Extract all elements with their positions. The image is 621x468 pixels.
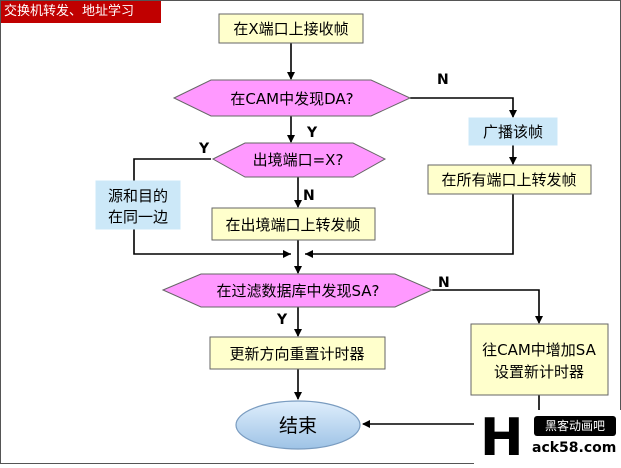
edge-filter-to-add [432,289,543,324]
node-update-timer: 更新方向重置计时器 [209,336,386,370]
merge-arrow-left [283,250,291,258]
node-receive-label: 在X端口上接收帧 [233,20,348,38]
merge-arrow-right [305,250,313,258]
edge-label-cam-yes: Y [306,125,318,141]
node-egress-check-label: 出境端口=X? [253,151,344,169]
node-add-sa: 往CAM中增加SA 设置新计时器 [470,323,609,396]
node-broadcast-label: 广播该帧 [483,123,543,141]
edge-label-egress-no: N [303,188,315,204]
node-same-side-shape [95,180,181,230]
node-egress-check-shape [211,142,387,178]
edge-label-egress-yes: Y [198,141,210,157]
edges [133,43,543,428]
node-end-label: 结束 [279,415,317,437]
node-add-sa-shape [470,323,609,396]
edge-label-cam-no: N [437,72,449,88]
merge-arrows [283,250,313,258]
node-forward-all: 在所有端口上转发帧 [427,164,592,195]
node-receive: 在X端口上接收帧 [218,13,364,44]
watermark-brand-name: 黑客动画吧 [534,416,616,436]
node-end: 结束 [235,400,361,450]
node-cam-lookup-label: 在CAM中发现DA? [230,90,353,108]
node-filter-lookup: 在过滤数据库中发现SA? [161,273,434,308]
node-cam-lookup-shape [172,79,412,117]
edge-all-to-merge [305,194,514,255]
node-receive-shape [218,13,364,44]
page-title: 交换机转发、地址学习 [1,1,161,23]
watermark-h-mark: H [480,408,524,468]
node-forward-all-label: 在所有端口上转发帧 [441,171,576,189]
node-update-timer-label: 更新方向重置计时器 [229,345,364,363]
node-end-shape [235,400,361,450]
node-cam-lookup: 在CAM中发现DA? [172,79,412,117]
node-same-side-line2: 在同一边 [108,208,168,226]
node-same-side: 源和目的 在同一边 [95,180,181,230]
node-forward-egress-shape [211,207,376,241]
node-add-sa-line2: 设置新计时器 [494,363,584,381]
edge-cam-to-broadcast [410,97,517,118]
watermark-logo: H 黑客动画吧 ack58.com [474,410,621,465]
node-broadcast: 广播该帧 [468,117,558,146]
watermark-url: ack58.com [532,440,617,456]
edge-label-filter-yes: Y [276,312,288,328]
node-same-side-line1: 源和目的 [108,187,168,205]
node-egress-check: 出境端口=X? [211,142,387,178]
node-forward-all-shape [427,164,592,195]
node-forward-egress: 在出境端口上转发帧 [211,207,376,241]
node-add-sa-line1: 往CAM中增加SA [482,341,596,359]
node-update-timer-shape [209,336,386,370]
edge-label-filter-no: N [438,275,450,291]
node-forward-egress-label: 在出境端口上转发帧 [225,216,360,234]
node-broadcast-shape [468,117,558,146]
node-filter-lookup-label: 在过滤数据库中发现SA? [216,282,379,300]
node-filter-lookup-shape [161,273,434,308]
